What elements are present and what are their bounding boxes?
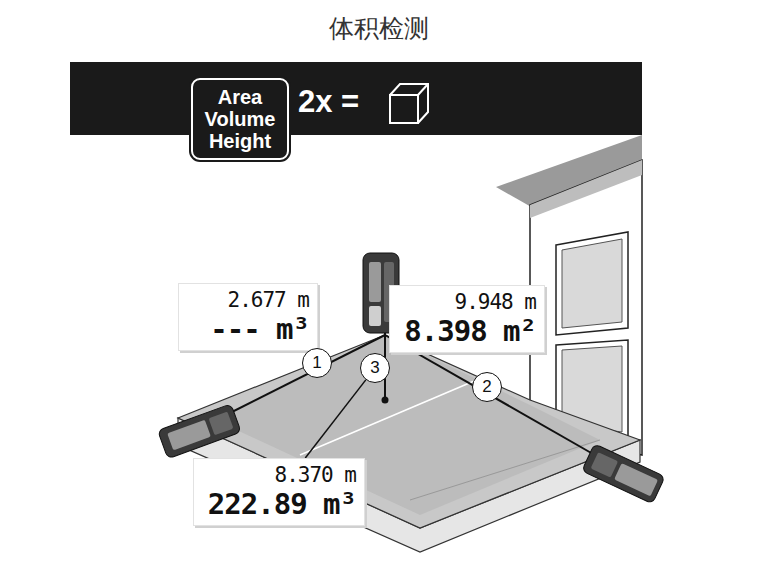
- formula-label: 2x =: [298, 84, 359, 120]
- node-text: 3: [370, 358, 379, 378]
- page-title: 体积检测: [0, 12, 757, 45]
- display-readout: 9.948 m8.398 m²: [389, 285, 545, 353]
- display-readout: 2.677 m--- m³: [178, 283, 318, 351]
- result-value: 8.398 m²: [404, 315, 536, 348]
- display-readout: 8.370 m222.89 m³: [193, 458, 365, 526]
- node-text: 1: [312, 353, 321, 373]
- callout-number: 2: [472, 372, 502, 402]
- laser-meter-left: [158, 404, 242, 459]
- measure-point: [382, 397, 389, 404]
- callout-number: 1: [302, 348, 332, 378]
- callout-number: 3: [360, 353, 390, 383]
- floor-slab: [178, 335, 640, 552]
- cube-icon: [390, 84, 428, 123]
- distance-value: 8.370 m: [208, 463, 356, 488]
- mode-button: Area Volume Height: [191, 78, 289, 160]
- result-value: 222.89 m³: [208, 488, 356, 521]
- node-text: 2: [482, 377, 491, 397]
- leader-line: [305, 380, 366, 458]
- header-band: [70, 62, 642, 135]
- distance-value: 9.948 m: [404, 290, 536, 315]
- laser-meter-right: [582, 444, 665, 504]
- result-value: --- m³: [193, 313, 309, 346]
- leader-stroke: [305, 380, 366, 458]
- node-text: Area Volume Height: [205, 86, 276, 152]
- distance-value: 2.677 m: [193, 288, 309, 313]
